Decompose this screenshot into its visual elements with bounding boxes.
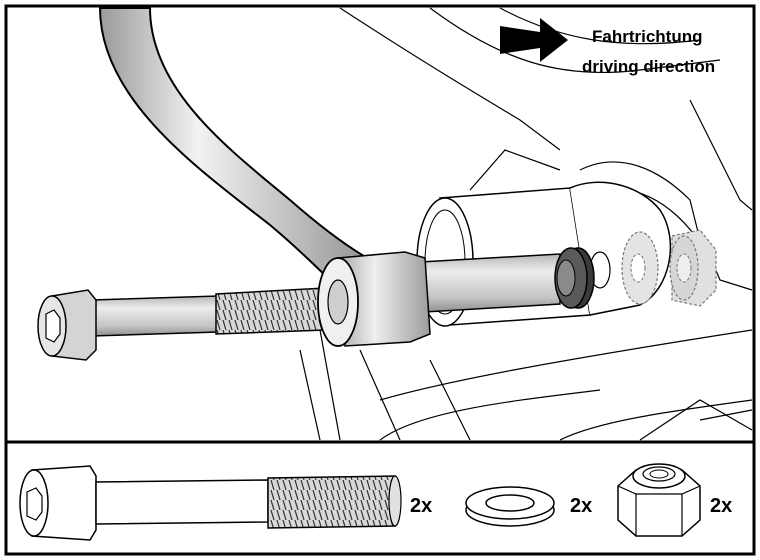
hex-socket-icon bbox=[45, 309, 61, 343]
washer-quantity: 2x bbox=[570, 495, 592, 517]
arrow-right-icon bbox=[500, 18, 568, 62]
direction-label-de: Fahrtrichtung bbox=[592, 27, 703, 46]
spacer-sleeve bbox=[317, 251, 431, 347]
rubber-washer bbox=[554, 247, 595, 309]
hex-socket-bolt-icon bbox=[19, 465, 402, 541]
direction-label-en: driving direction bbox=[582, 57, 715, 76]
nut-quantity: 2x bbox=[710, 495, 732, 517]
ghost-nut bbox=[669, 229, 717, 307]
ghost-washer bbox=[621, 231, 659, 305]
lock-nut-icon bbox=[617, 463, 701, 537]
bike-frame-lines bbox=[299, 7, 753, 441]
bolt-assembly-view bbox=[37, 253, 561, 361]
bolt-quantity: 2x bbox=[410, 495, 432, 517]
direction-indicator: Fahrtrichtung driving direction bbox=[500, 18, 715, 76]
washer-icon bbox=[465, 486, 555, 527]
